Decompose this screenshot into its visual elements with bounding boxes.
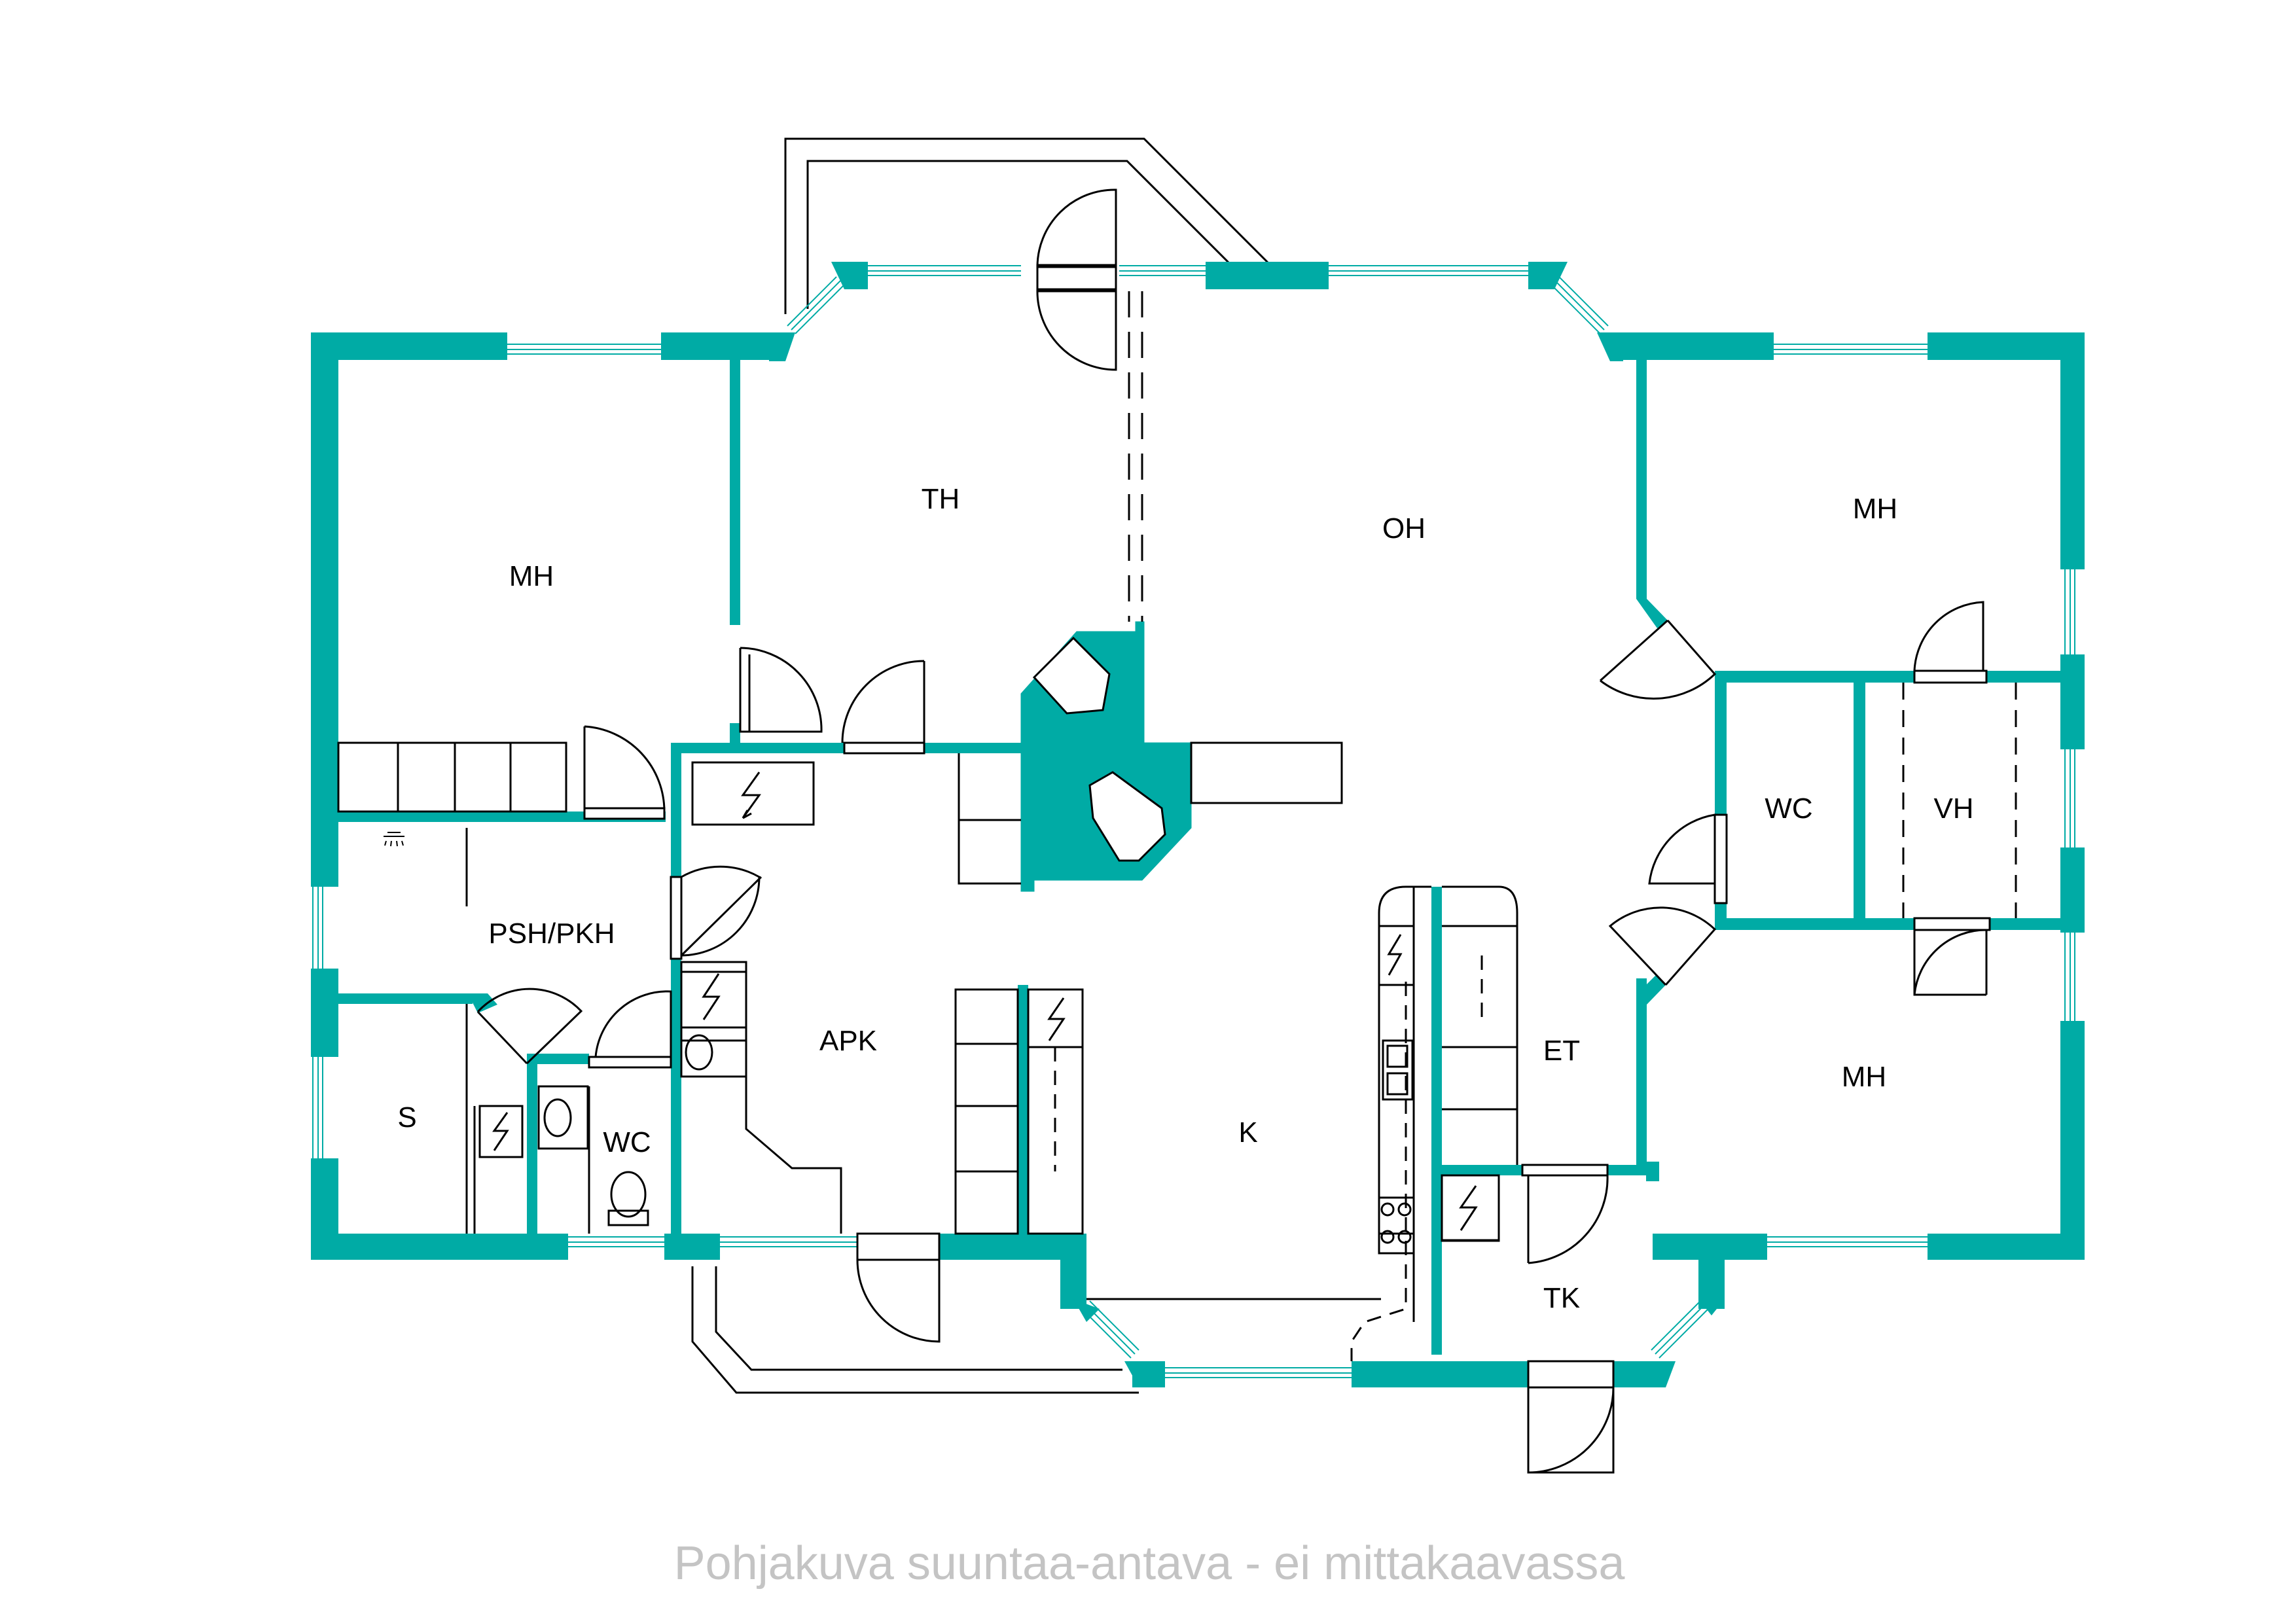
electrical-panel-icon: [1378, 925, 1415, 986]
room-label-tk: TK: [1543, 1282, 1580, 1314]
windows: [312, 265, 2075, 1378]
electrical-panel-icon: [1027, 988, 1084, 1048]
toilet-icon: [607, 1171, 649, 1226]
sink-icon: [537, 1085, 589, 1150]
electrical-panel-icon: [478, 1105, 524, 1158]
room-label-mh-northeast: MH: [1853, 493, 1897, 525]
sink-icon: [680, 1026, 747, 1078]
room-label-vh: VH: [1933, 793, 1973, 825]
disclaimer-caption: Pohjakuva suuntaa-antava - ei mittakaava…: [674, 1537, 1626, 1590]
north-balcony: [784, 137, 1271, 314]
room-label-th: TH: [922, 483, 960, 515]
south-terrace: [691, 1266, 1374, 1394]
walls: [311, 262, 2085, 1387]
counter-top: [958, 741, 1343, 885]
fireplace: [1032, 636, 1166, 862]
room-label-apk: APK: [819, 1025, 877, 1057]
room-label-psh-pkh: PSH/PKH: [488, 918, 615, 950]
sink-icon: [1382, 1039, 1414, 1101]
electrical-panel-icon: [691, 761, 815, 826]
room-label-oh: OH: [1382, 512, 1426, 544]
room-label-wc-east: WC: [1765, 793, 1812, 825]
shower-icon: [384, 832, 404, 847]
electrical-panel-icon: [1441, 1174, 1500, 1242]
room-label-et: ET: [1543, 1035, 1580, 1067]
room-label-mh-southeast: MH: [1842, 1061, 1886, 1093]
room-label-wc-west: WC: [603, 1126, 651, 1158]
room-label-mh-west: MH: [509, 560, 554, 592]
room-label-s: S: [397, 1101, 416, 1133]
room-label-k: K: [1238, 1116, 1257, 1149]
stove-icon: [1378, 1196, 1415, 1255]
doors: [476, 188, 1991, 1474]
